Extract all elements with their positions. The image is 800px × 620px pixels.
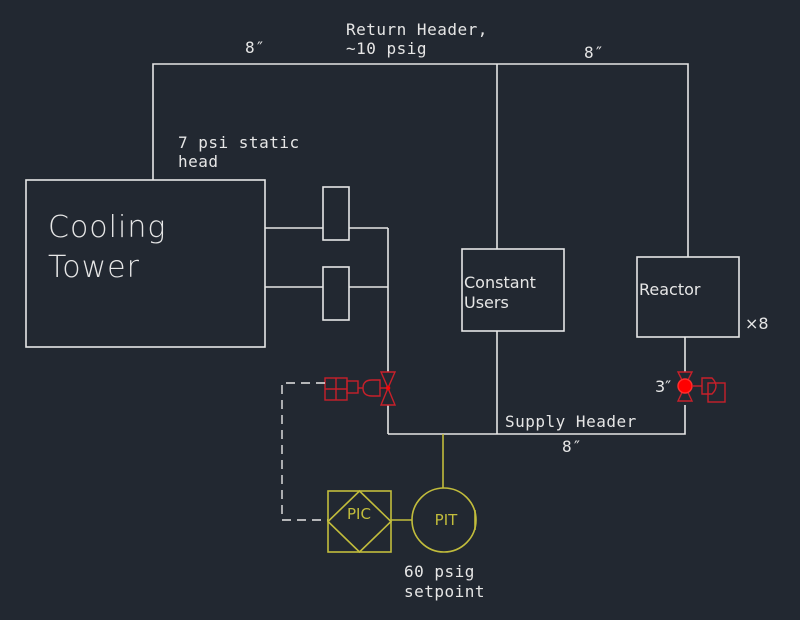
setpoint-label-line2: setpoint [404, 582, 485, 601]
reactor-valve-ball [677, 378, 693, 394]
static-head-label-line2: head [178, 152, 219, 171]
return-header-label-line1: Return Header, [346, 20, 488, 39]
pic-label: PIC [347, 505, 371, 523]
reactor-valve-size-label: 3″ [655, 377, 671, 396]
return-size-right-label: 8″ [584, 43, 604, 62]
pump-2[interactable] [322, 266, 350, 321]
constant-users-label-line1: Constant [464, 273, 536, 292]
supply-header-label: Supply Header [505, 412, 637, 431]
supply-header-line [388, 405, 686, 435]
pic-diamond [326, 489, 393, 554]
return-header-line [152, 63, 689, 257]
control-signal-line [281, 382, 328, 521]
constant-users-label-line2: Users [464, 293, 509, 312]
cooling-tower-label-line2: Tower [48, 250, 140, 285]
reactor-label: Reactor [639, 280, 701, 299]
pic-controller[interactable] [326, 489, 393, 554]
pump-control-valve[interactable] [324, 371, 397, 406]
valve-actuator [362, 379, 381, 397]
supply-size-label: 8″ [562, 437, 582, 456]
reactor-valve-actuator [701, 377, 717, 395]
setpoint-label-line1: 60 psig [404, 562, 475, 581]
supply-header-piping [388, 331, 686, 435]
reactor-control-valve[interactable] [676, 371, 726, 403]
return-size-left-label: 8″ [245, 38, 265, 57]
positioner-box [346, 380, 359, 394]
cooling-tower-label-line1: Cooling [48, 210, 166, 245]
pit-transmitter[interactable] [411, 487, 477, 553]
static-head-label-line1: 7 psi static [178, 133, 300, 152]
reactor-multiplier-label: ×8 [745, 314, 769, 333]
pit-label: PIT [435, 511, 458, 529]
cooling-tower[interactable] [25, 179, 266, 348]
reactor-valve-positioner [707, 382, 726, 403]
constant-users-box[interactable] [461, 248, 565, 332]
pump-1[interactable] [322, 186, 350, 241]
reactor-box[interactable] [636, 256, 740, 338]
pump-piping [265, 227, 389, 434]
instruments [391, 434, 476, 530]
return-header-label-line2: ~10 psig [346, 39, 427, 58]
return-header-piping [152, 63, 689, 257]
